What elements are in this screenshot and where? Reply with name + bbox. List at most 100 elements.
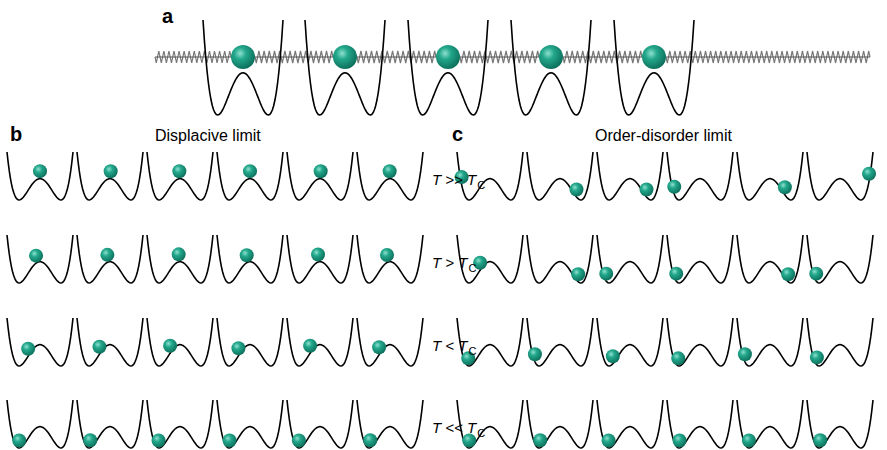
atom [363,433,377,447]
double-well [147,400,213,448]
temperature-label: T > T [432,255,467,270]
atom [83,433,97,447]
double-well [357,152,423,200]
spring-axis [563,57,642,58]
atom [533,433,547,447]
double-well [305,20,385,115]
atom [383,164,397,178]
atom [172,164,186,178]
spring-axis [255,57,333,58]
temperature-label: T < T [432,338,467,353]
atom [738,347,752,361]
atom [539,45,563,69]
panel-letter: a [162,6,173,26]
atom [29,249,43,263]
panel-title: Order-disorder limit [595,128,732,144]
double-well [7,400,73,448]
atom [606,349,620,363]
double-well [147,318,213,366]
spring [666,51,870,63]
atom [462,433,476,447]
atom [599,267,613,281]
temperature-label: T >> T [432,172,476,187]
double-well [527,400,593,448]
double-well [7,235,73,283]
spring [155,51,231,63]
double-well [147,152,213,200]
double-well [527,152,593,200]
atom [333,45,357,69]
atom [240,248,254,262]
atom [292,433,306,447]
double-well [614,20,694,115]
double-well [807,235,873,283]
subscript: C [477,428,485,439]
temperature-label: T << T [432,420,476,435]
atom [673,433,687,447]
atom [163,339,177,353]
double-well [287,318,353,366]
double-well [357,235,423,283]
double-well [287,235,353,283]
atom [33,164,47,178]
atom [92,340,106,354]
double-well [147,235,213,283]
atom [810,350,824,364]
double-well [77,400,143,448]
atom [671,351,685,365]
atom [152,433,166,447]
double-well [597,235,663,283]
atom [231,45,255,69]
double-well [287,152,353,200]
double-well [408,20,488,115]
atom [311,248,325,262]
double-well [7,152,73,200]
spring [460,51,539,63]
double-well [667,235,733,283]
double-well [357,400,423,448]
atom [809,267,823,281]
double-well [357,318,423,366]
atom [528,347,542,361]
subscript: C [468,346,476,357]
atom [667,180,681,194]
atom [781,267,795,281]
double-well [77,152,143,200]
double-well [597,318,663,366]
atom [100,248,114,262]
atom [436,45,460,69]
spring-axis [460,57,539,58]
double-well [511,20,591,115]
atom [570,183,584,197]
atoms [12,45,876,447]
spring-chain [155,51,870,63]
panel-letter: b [10,124,22,144]
atom [778,180,792,194]
atom [669,267,683,281]
double-well [737,400,803,448]
spring [563,51,642,63]
atom [223,433,237,447]
atom [172,247,186,261]
atom [640,183,654,197]
double-well [527,318,593,366]
atom [813,433,827,447]
double-well [7,318,73,366]
spring-axis [357,57,436,58]
atom [372,340,386,354]
panel-title: Displacive limit [155,128,261,144]
atom [104,164,118,178]
atom [602,433,616,447]
atom [12,433,26,447]
double-well [667,152,733,200]
atom [303,339,317,353]
double-well [217,152,283,200]
atom [21,342,35,356]
subscript: C [477,180,485,191]
double-well [77,235,143,283]
atom [231,341,245,355]
double-wells [7,20,873,448]
double-well [737,318,803,366]
double-well [217,400,283,448]
